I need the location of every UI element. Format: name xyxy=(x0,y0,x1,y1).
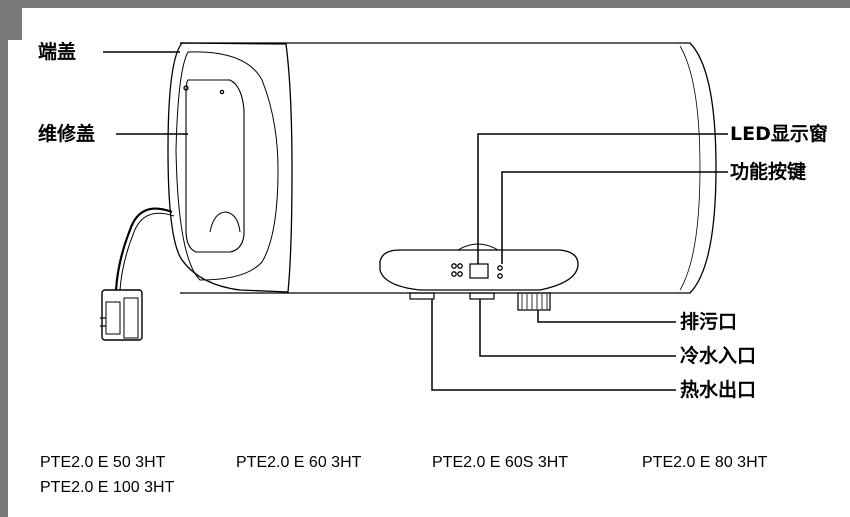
model-item: PTE2.0 E 50 3HT xyxy=(40,454,166,471)
model-item: PTE2.0 E 80 3HT xyxy=(642,454,768,471)
tank-body xyxy=(180,42,717,294)
plug-front xyxy=(105,301,121,335)
frame-left-bar xyxy=(0,0,8,517)
frame-top-bar xyxy=(0,0,850,8)
label-function-keys: 功能按键 xyxy=(730,161,807,183)
service-cover-outline xyxy=(185,79,245,253)
led-display xyxy=(469,263,489,279)
model-list-row-1: PTE2.0 E 50 3HT PTE2.0 E 60 3HT PTE2.0 E 6… xyxy=(40,453,767,473)
label-hot-outlet: 热水出口 xyxy=(680,379,757,401)
leader-function-keys xyxy=(501,171,728,264)
control-panel xyxy=(379,249,579,291)
label-drain-port: 排污口 xyxy=(680,311,738,333)
label-end-cap: 端盖 xyxy=(38,41,77,63)
label-cold-inlet: 冷水入口 xyxy=(680,345,757,367)
tank-inner-edge xyxy=(679,45,701,291)
model-item: PTE2.0 E 60S 3HT xyxy=(432,454,569,471)
plug-side xyxy=(123,297,139,339)
model-item: PTE2.0 E 60 3HT xyxy=(236,454,362,471)
end-cap-outline xyxy=(167,42,293,293)
cold-inlet-pipe xyxy=(469,292,495,300)
service-cover-notch xyxy=(209,211,241,233)
model-item: PTE2.0 E 100 3HT xyxy=(40,479,175,496)
label-led-window: LED显示窗 xyxy=(730,123,828,145)
leader-led-window xyxy=(477,133,728,264)
power-cable xyxy=(114,207,173,291)
model-list-row-2: PTE2.0 E 100 3HT xyxy=(40,478,174,498)
end-cap-ring xyxy=(175,51,279,281)
plug-body xyxy=(101,289,143,341)
label-service-cover: 维修盖 xyxy=(38,123,96,145)
leader-cold-inlet xyxy=(479,299,676,357)
hot-outlet-pipe xyxy=(409,292,435,300)
frame-corner-tab xyxy=(0,0,22,40)
leader-hot-outlet xyxy=(431,299,676,391)
leader-drain xyxy=(537,310,676,323)
power-cable-2 xyxy=(119,212,175,291)
drain-fitting xyxy=(517,292,551,311)
